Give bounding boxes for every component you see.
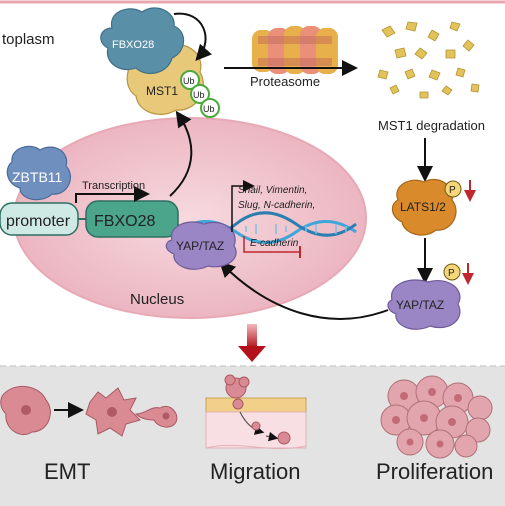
cytoplasm-label: toplasm	[2, 31, 55, 48]
targets-line2: Slug, N-cadherin,	[238, 200, 315, 211]
yap-taz-nucleus-label: YAP/TAZ	[176, 239, 224, 253]
fbxo28-protein	[100, 7, 185, 75]
ubiquitin-chain: Ub Ub Ub	[180, 70, 220, 118]
ub-3-label: Ub	[203, 104, 215, 114]
yap-taz-cytoplasm: YAP/TAZ P	[387, 263, 474, 330]
targets-line1: Snail, Vimentin,	[238, 185, 307, 196]
mst1-fragments	[377, 21, 480, 99]
lats-phospho	[444, 180, 462, 198]
emt-illustration	[0, 385, 178, 437]
mst1-protein-label: MST1	[146, 84, 178, 98]
e-cadherin-label: E-cadherin	[250, 238, 299, 249]
emt-label: EMT	[44, 459, 91, 484]
e-cadherin-inhibition	[243, 236, 300, 253]
gene-to-protein-arrow	[169, 110, 193, 197]
ub-1-label: Ub	[183, 76, 195, 86]
mst1-degradation-label: MST1 degradation	[378, 118, 485, 133]
lats-phospho-label: P	[449, 185, 456, 196]
yap-taz-nucleus	[165, 221, 237, 270]
proliferation-label: Proliferation	[376, 459, 494, 484]
fbxo28-gene-box	[85, 200, 179, 238]
target-activation-arrow	[231, 180, 255, 232]
proteasome	[252, 26, 338, 74]
migration-illustration	[205, 374, 307, 450]
yap-phospho	[443, 263, 461, 281]
yap-taz-cyto-label: YAP/TAZ	[396, 298, 444, 312]
lats-label: LATS1/2	[400, 200, 446, 214]
fbxo28-gene-label: FBXO28	[94, 213, 155, 230]
migration-label: Migration	[210, 459, 301, 484]
outcome-arrow	[238, 324, 266, 362]
transcription-label: Transcription	[82, 180, 145, 192]
proteasome-label: Proteasome	[250, 74, 320, 89]
ub-3	[200, 98, 220, 118]
nucleus-label: Nucleus	[130, 291, 184, 308]
ub-2-label: Ub	[193, 90, 205, 100]
ub-2	[190, 84, 210, 104]
ubiquitination-arrow	[173, 12, 212, 61]
yap-phospho-label: P	[448, 268, 455, 279]
nuclear-import-arrow	[219, 261, 389, 320]
ub-1	[180, 70, 200, 90]
lats-protein: LATS1/2 P	[391, 178, 476, 236]
proliferation-illustration	[380, 375, 493, 459]
zbtb11-label: ZBTB11	[12, 169, 63, 185]
promoter-label: promoter	[6, 213, 71, 230]
fbxo28-mst1-complex: FBXO28 MST1 Ub Ub Ub	[100, 7, 220, 118]
zbtb11-protein	[6, 145, 71, 201]
transcription-arrow	[75, 186, 150, 203]
fbxo28-protein-label: FBXO28	[112, 39, 154, 51]
